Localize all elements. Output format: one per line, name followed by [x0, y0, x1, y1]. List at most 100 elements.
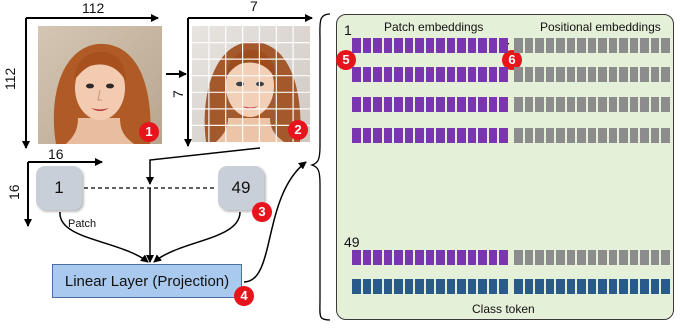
- embedding-cell: [499, 38, 508, 53]
- step-badge-5: 5: [336, 50, 356, 70]
- embedding-cell: [577, 250, 586, 265]
- embedding-cell: [545, 67, 554, 82]
- embedding-cell: [566, 250, 575, 265]
- embedding-cell: [587, 279, 596, 294]
- embedding-cell: [640, 38, 649, 53]
- embedding-cell: [425, 250, 434, 265]
- embedding-cell: [640, 279, 649, 294]
- embedding-cell: [650, 128, 659, 143]
- patch-embedding-row: [352, 67, 508, 82]
- embedding-cell: [629, 279, 638, 294]
- embedding-cell: [545, 279, 554, 294]
- embedding-cell: [598, 97, 607, 112]
- embedding-cell: [619, 128, 628, 143]
- embedding-cell: [629, 67, 638, 82]
- embedding-cell: [457, 67, 466, 82]
- embedding-cell: [577, 67, 586, 82]
- embedding-cell: [478, 128, 487, 143]
- patch-embeddings-title: Patch embeddings: [384, 20, 484, 34]
- embedding-cell: [373, 250, 382, 265]
- embedding-cell: [608, 279, 617, 294]
- embedding-cell: [556, 250, 565, 265]
- embedding-cell: [640, 97, 649, 112]
- patch-1-arrow: [59, 211, 149, 263]
- embedding-cell: [650, 97, 659, 112]
- embedding-cell: [362, 128, 371, 143]
- embedding-cell: [425, 97, 434, 112]
- embedding-cell: [425, 279, 434, 294]
- class-token-row: [514, 279, 670, 294]
- embedding-cell: [661, 250, 670, 265]
- projection-to-panel-arrow: [243, 161, 307, 283]
- embedding-cell: [499, 97, 508, 112]
- step-badge-1: 1: [139, 122, 159, 142]
- panel-brace: [309, 13, 331, 321]
- embedding-cell: [587, 250, 596, 265]
- grid-to-patches-arrow: [146, 147, 261, 185]
- embedding-cell: [383, 67, 392, 82]
- embedding-cell: [467, 128, 476, 143]
- embedding-cell: [629, 250, 638, 265]
- embedding-cell: [514, 279, 523, 294]
- embedding-cell: [488, 97, 497, 112]
- embedding-cell: [650, 250, 659, 265]
- embedding-cell: [524, 128, 533, 143]
- class-token-label: Class token: [472, 302, 535, 316]
- embedding-cell: [394, 250, 403, 265]
- embedding-cell: [499, 279, 508, 294]
- embedding-cell: [619, 279, 628, 294]
- embedding-cell: [650, 38, 659, 53]
- embedding-cell: [478, 250, 487, 265]
- patch-width-label: 16: [48, 146, 64, 162]
- embedding-cell: [535, 250, 544, 265]
- embedding-cell: [436, 97, 445, 112]
- embedding-cell: [467, 250, 476, 265]
- embedding-cell: [608, 67, 617, 82]
- embedding-cell: [404, 250, 413, 265]
- embedding-cell: [587, 97, 596, 112]
- embedding-cell: [436, 250, 445, 265]
- patch-embedding-row: [352, 128, 508, 143]
- embedding-cell: [608, 38, 617, 53]
- embedding-cell: [383, 128, 392, 143]
- patch-embedding-row: [352, 97, 508, 112]
- embedding-cell: [499, 67, 508, 82]
- embedding-cell: [619, 38, 628, 53]
- embedding-cell: [383, 250, 392, 265]
- embedding-cell: [373, 128, 382, 143]
- step-badge-4: 4: [234, 286, 254, 306]
- embedding-cell: [362, 279, 371, 294]
- embedding-cell: [566, 38, 575, 53]
- embedding-cell: [352, 67, 361, 82]
- embedding-cell: [488, 128, 497, 143]
- embedding-cell: [457, 250, 466, 265]
- patch-49-arrow: [153, 211, 241, 263]
- embedding-cell: [619, 250, 628, 265]
- embedding-cell: [446, 67, 455, 82]
- embedding-cell: [545, 97, 554, 112]
- embedding-cell: [524, 67, 533, 82]
- embedding-cell: [556, 38, 565, 53]
- patch-embedding-row: [352, 38, 508, 53]
- embedding-cell: [467, 97, 476, 112]
- embedding-cell: [415, 38, 424, 53]
- embedding-cell: [362, 97, 371, 112]
- embedding-cell: [394, 67, 403, 82]
- embedding-cell: [650, 67, 659, 82]
- positional-embedding-row: [514, 67, 670, 82]
- embedding-cell: [524, 97, 533, 112]
- embedding-cell: [535, 38, 544, 53]
- embedding-cell: [661, 67, 670, 82]
- embedding-cell: [415, 128, 424, 143]
- embedding-cell: [629, 38, 638, 53]
- input-image: 1: [38, 26, 162, 144]
- embedding-cell: [457, 279, 466, 294]
- embedding-cell: [488, 38, 497, 53]
- embedding-cell: [577, 279, 586, 294]
- patch-first-index: 1: [54, 178, 64, 197]
- embedding-cell: [556, 97, 565, 112]
- step-badge-3: 3: [252, 202, 272, 222]
- embedding-cell: [394, 279, 403, 294]
- patch-first: 1: [36, 166, 82, 210]
- embedding-cell: [425, 67, 434, 82]
